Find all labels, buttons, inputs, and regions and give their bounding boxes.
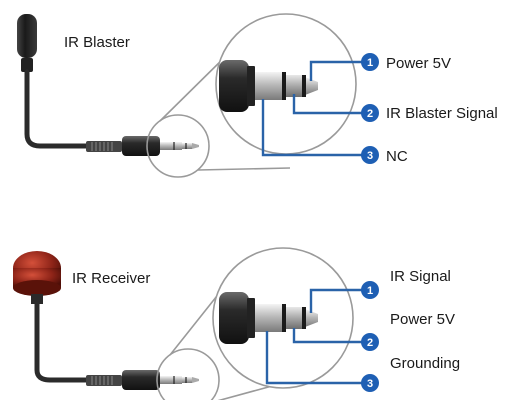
ir-blaster-device	[17, 14, 37, 72]
ir-blaster-pin-2-label: IR Blaster Signal	[386, 105, 498, 122]
ir-blaster-pin-3-label: NC	[386, 148, 408, 165]
ir-blaster-section: 1 2 3 IR Blaster Power 5V IR Blaster Sig…	[17, 13, 498, 178]
ir-receiver-wire-3	[265, 331, 369, 385]
ir-receiver-badge-3: 3	[361, 374, 379, 392]
ir-blaster-plug	[86, 136, 199, 156]
ir-blaster-pin-1-label: Power 5V	[386, 55, 451, 72]
ir-blaster-small-circle	[146, 114, 210, 178]
ir-blaster-magnifier	[146, 13, 369, 178]
badge-number: 2	[367, 337, 373, 349]
ir-blaster-plug-enlarged	[219, 60, 318, 112]
ir-blaster-badge-3: 3	[361, 146, 379, 164]
ir-blaster-wire-3	[261, 99, 369, 157]
ir-receiver-section: 1 2 3 IR Receiver IR Signal Power 5V Gro…	[13, 247, 460, 400]
badge-number: 3	[367, 378, 373, 390]
ir-blaster-title: IR Blaster	[64, 34, 130, 51]
ir-receiver-pin-3-label: Grounding	[390, 355, 460, 372]
ir-receiver-plug-enlarged	[219, 292, 318, 344]
ir-blaster-cable	[24, 69, 91, 149]
ir-blaster-badge-1: 1	[361, 53, 379, 71]
badge-number: 1	[367, 285, 373, 297]
ir-blaster-wire-1	[309, 60, 369, 81]
ir-receiver-wire-1	[309, 288, 369, 313]
ir-receiver-device	[13, 251, 61, 304]
badge-number: 3	[367, 150, 373, 162]
badge-number: 1	[367, 57, 373, 69]
ir-receiver-badge-2: 2	[361, 333, 379, 351]
ir-receiver-pin-1-label: IR Signal	[390, 268, 451, 285]
ir-receiver-plug	[86, 370, 199, 390]
ir-receiver-cable	[34, 301, 91, 383]
ir-receiver-badge-1: 1	[361, 281, 379, 299]
ir-receiver-pin-2-label: Power 5V	[390, 311, 455, 328]
ir-blaster-wire-2	[292, 94, 369, 115]
ir-receiver-small-circle	[156, 348, 220, 400]
badge-number: 2	[367, 108, 373, 120]
ir-receiver-wire-2	[292, 328, 369, 344]
ir-blaster-badge-2: 2	[361, 104, 379, 122]
ir-receiver-title: IR Receiver	[72, 270, 150, 287]
